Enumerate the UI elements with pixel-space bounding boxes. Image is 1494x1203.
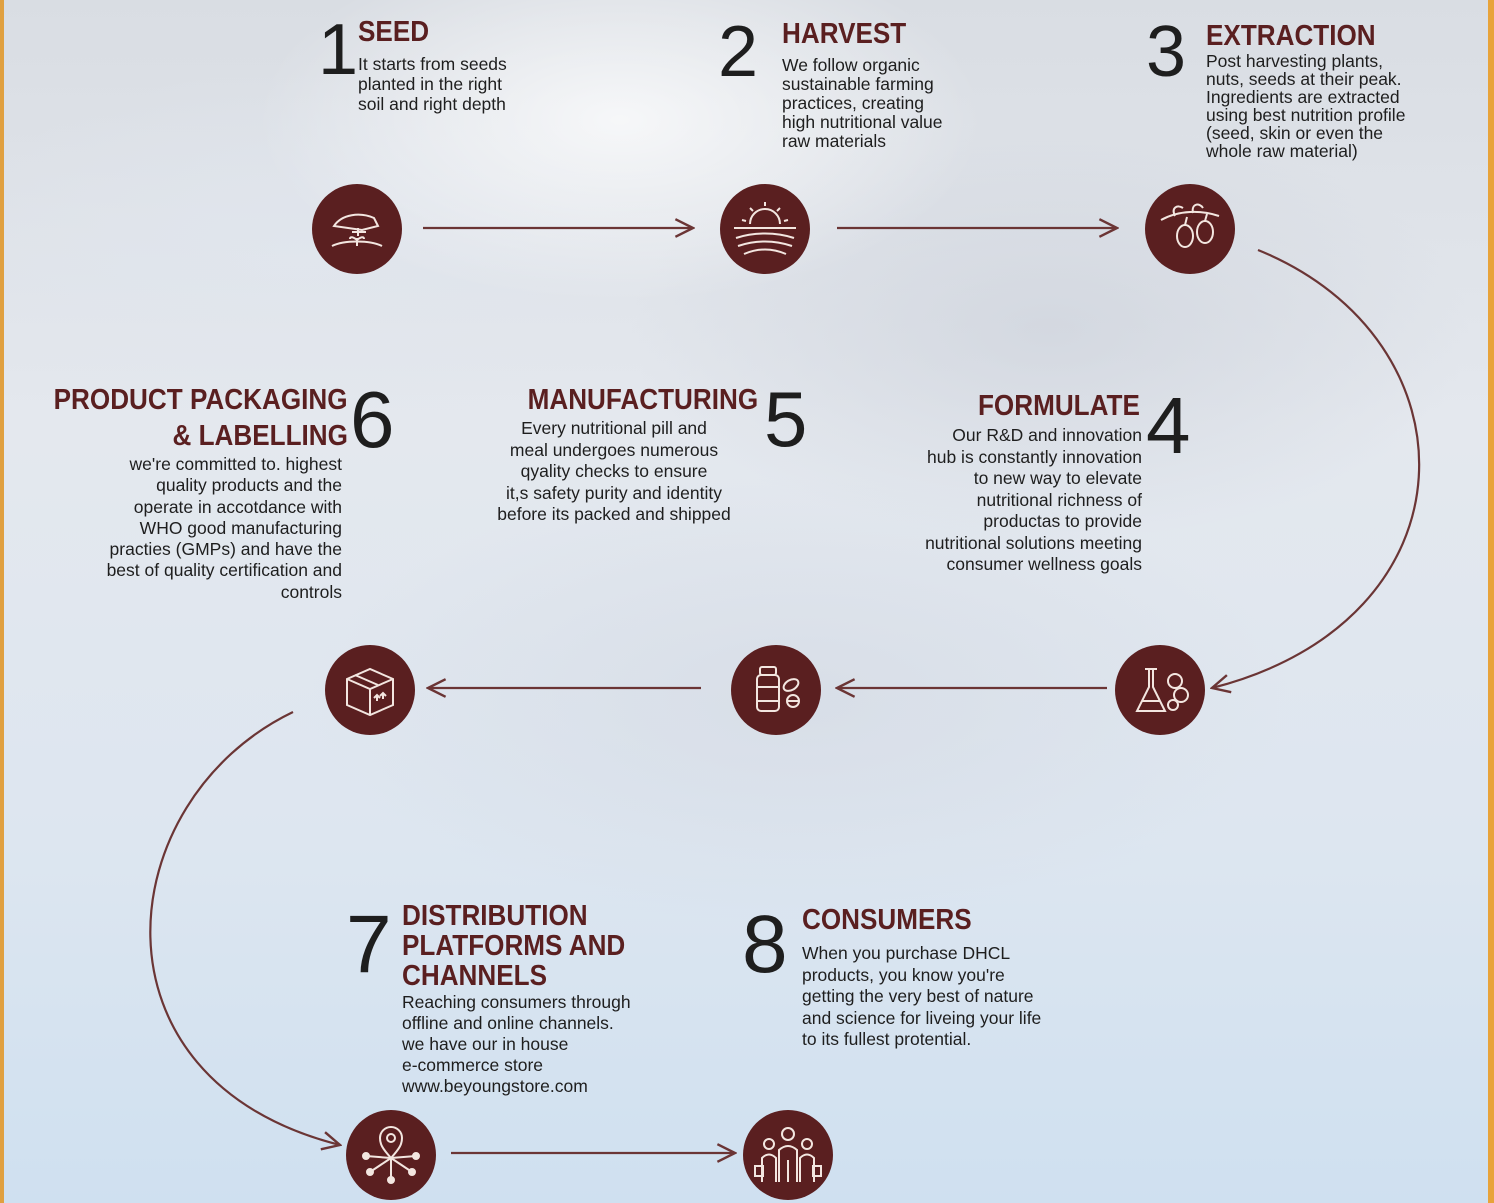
pill-bottle-icon xyxy=(731,645,821,735)
arrow-packaging-to-distribution xyxy=(149,711,340,1145)
step-number: 4 xyxy=(1146,381,1190,470)
consumers-group-icon xyxy=(743,1110,833,1200)
step-number: 3 xyxy=(1146,12,1186,92)
step-title: SEED xyxy=(358,16,430,48)
seed-planting-icon xyxy=(312,184,402,274)
arrow-extraction-to-formulate xyxy=(1212,248,1421,688)
step-number: 6 xyxy=(350,375,394,464)
step-title: CONSUMERS xyxy=(802,904,972,936)
step-description: we're committed to. highest quality prod… xyxy=(106,454,342,602)
distribution-network-icon xyxy=(346,1110,436,1200)
step-description: Every nutritional pill and meal undergoe… xyxy=(497,418,731,524)
step-title: EXTRACTION xyxy=(1206,20,1376,52)
step-title-line2: PLATFORMS AND xyxy=(402,930,626,962)
package-box-icon xyxy=(325,645,415,735)
step-description: When you purchase DHCL products, you kno… xyxy=(802,943,1042,1049)
step-description: Our R&D and innovation hub is constantly… xyxy=(925,425,1142,574)
step-number: 7 xyxy=(346,899,392,990)
frame-left-edge xyxy=(0,0,4,1203)
frame-right-edge xyxy=(1488,0,1494,1203)
step-number: 1 xyxy=(318,10,358,90)
step-number: 5 xyxy=(764,375,807,463)
lab-flask-icon xyxy=(1115,645,1205,735)
step-description: We follow organic sustainable farming pr… xyxy=(782,55,943,151)
step-title-line1: PRODUCT PACKAGING xyxy=(54,384,348,416)
step-description: It starts from seeds planted in the righ… xyxy=(358,54,507,114)
step-number: 8 xyxy=(742,899,788,990)
step-description: Post harvesting plants, nuts, seeds at t… xyxy=(1206,51,1406,161)
olive-branch-icon xyxy=(1145,184,1235,274)
step-title: MANUFACTURING xyxy=(527,384,758,416)
step-description: Reaching consumers through offline and o… xyxy=(402,992,631,1096)
sunrise-field-icon xyxy=(720,184,810,274)
step-number: 2 xyxy=(718,12,758,92)
step-title: FORMULATE xyxy=(978,390,1140,422)
step-title-line1: DISTRIBUTION xyxy=(402,900,588,932)
step-title: HARVEST xyxy=(782,18,907,50)
step-title-line2: & LABELLING xyxy=(172,420,348,452)
step-title-line3: CHANNELS xyxy=(402,960,548,992)
